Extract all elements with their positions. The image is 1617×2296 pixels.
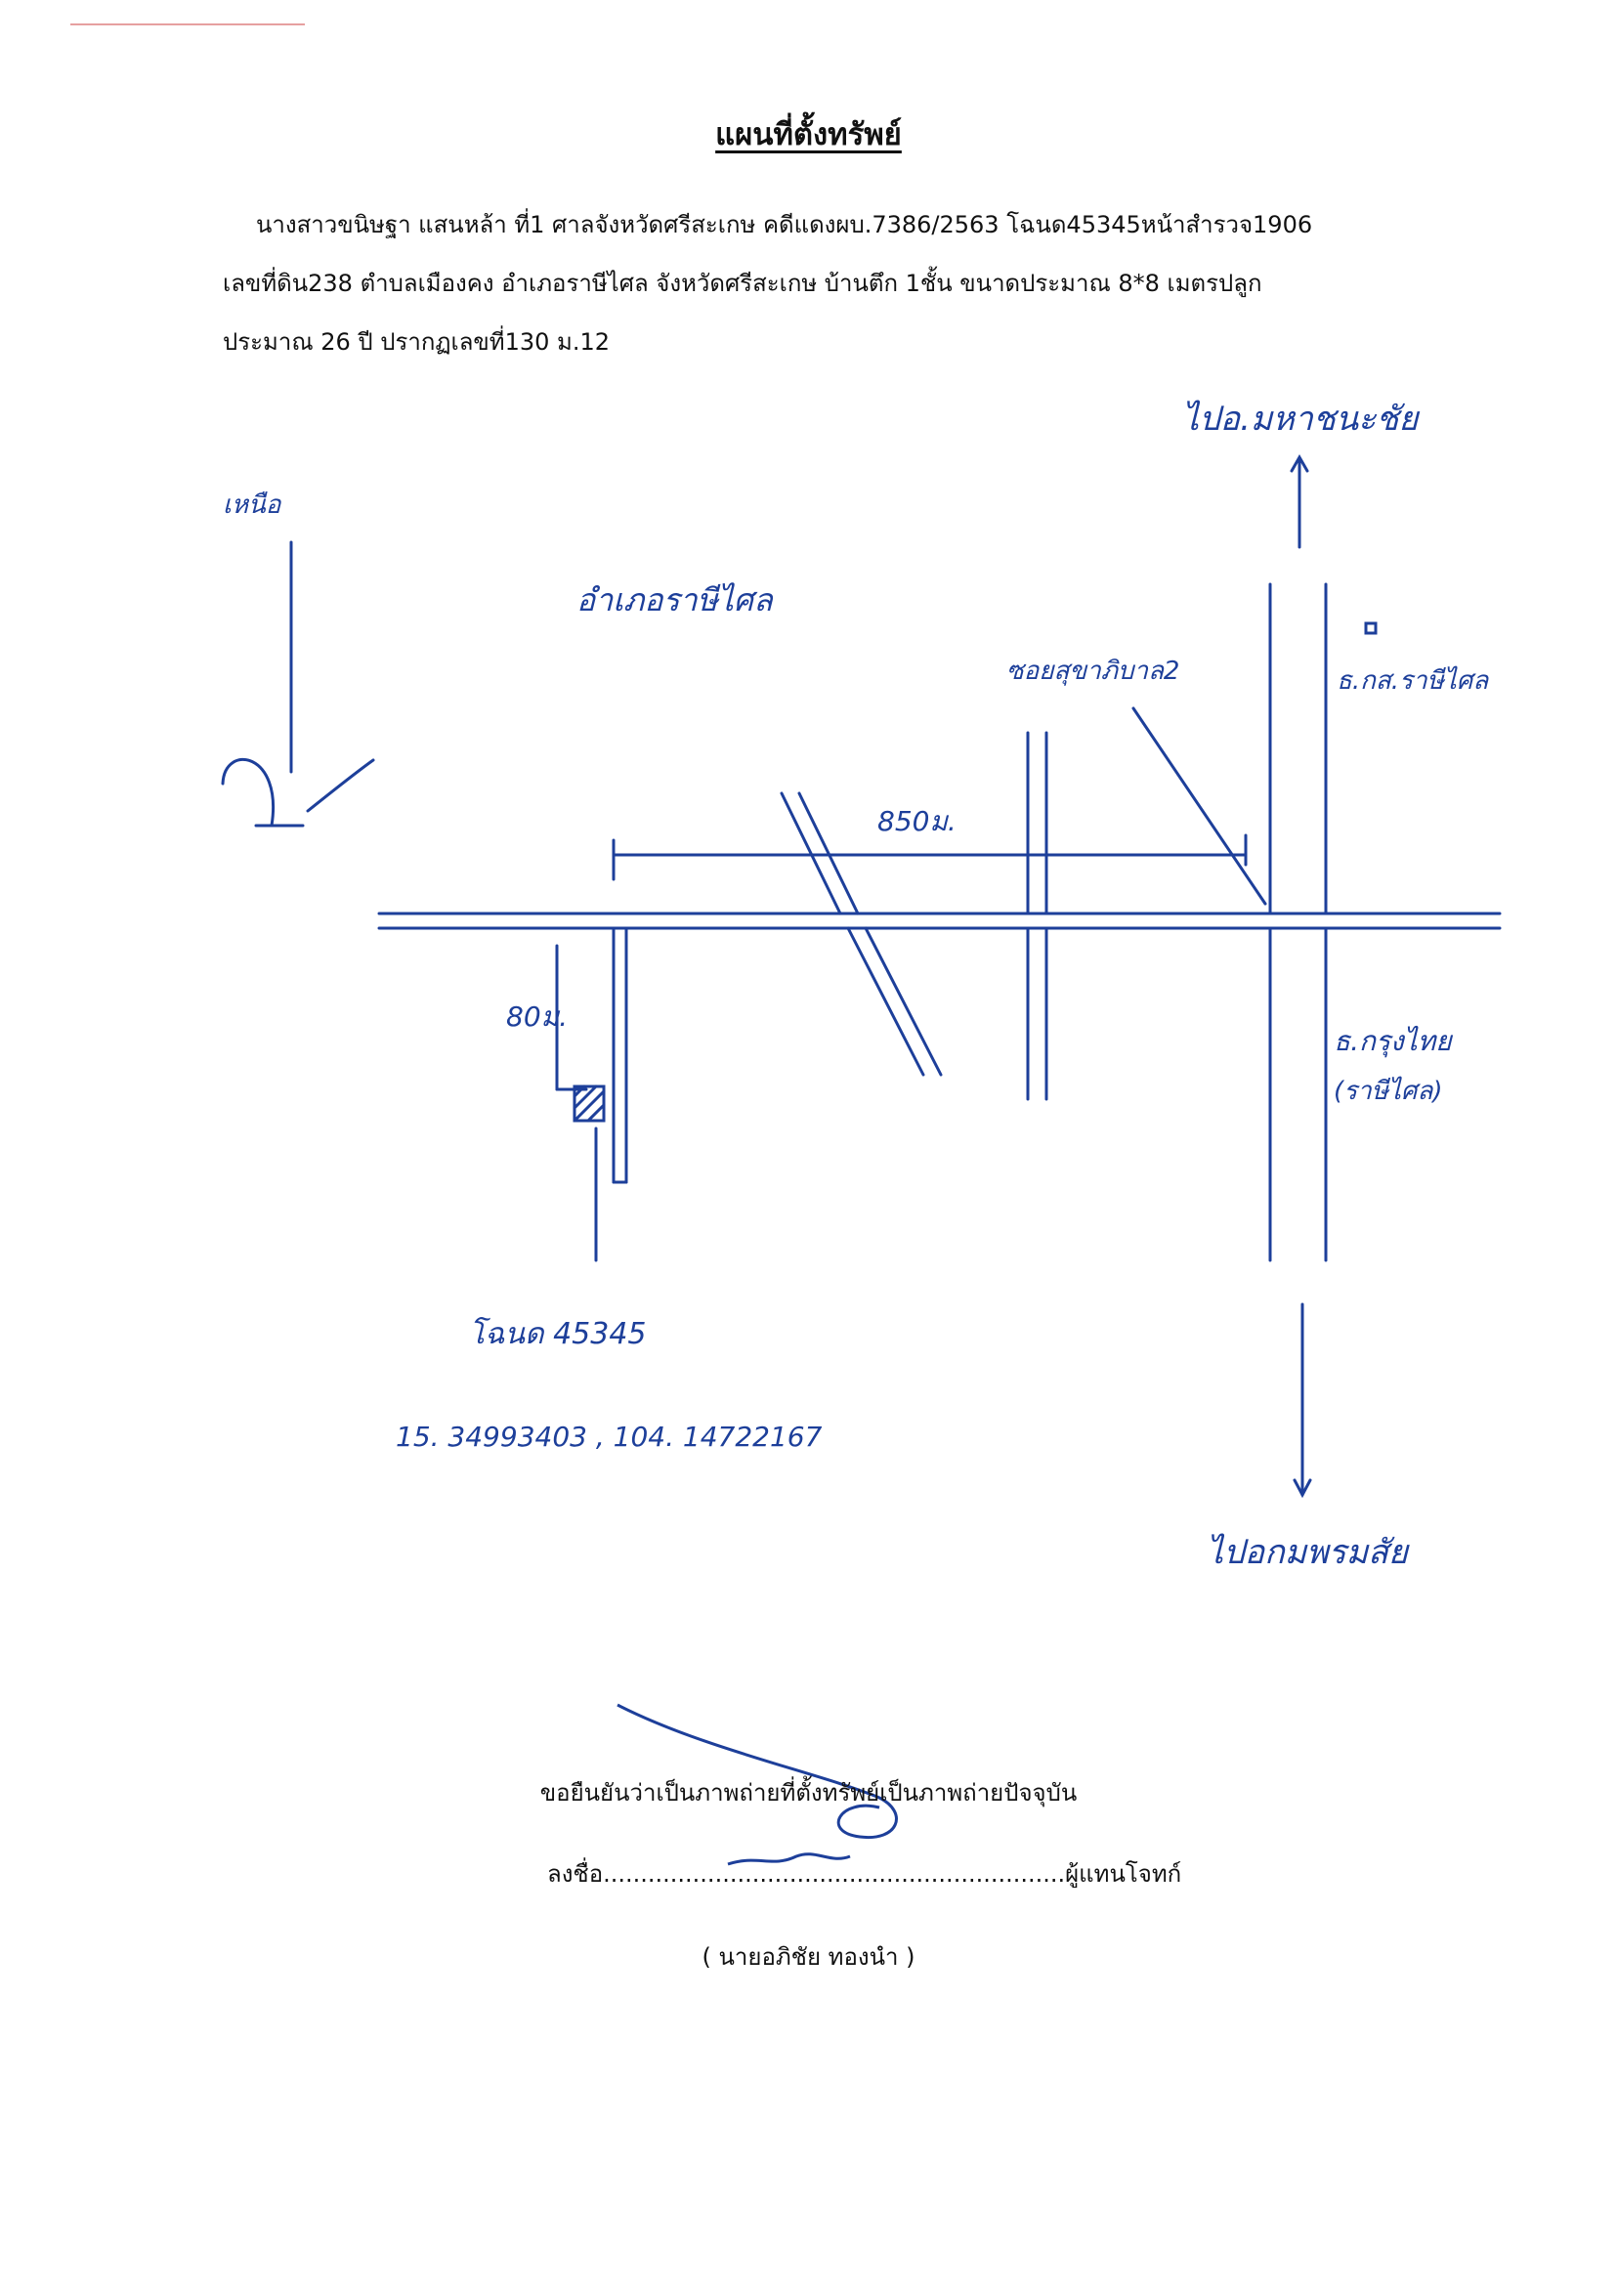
district-label: อำเภอราษีไศล — [576, 581, 774, 618]
arrow-down-head — [1293, 1478, 1312, 1499]
bank-krungthai-branch: (ราษีไศล) — [1334, 1076, 1443, 1106]
arrow-up-head — [1290, 453, 1309, 473]
to-south-label: ไปอกมพรมสัย — [1207, 1533, 1410, 1572]
description-line-3: ประมาณ 26 ปี ปรากฏเลขที่130 ม.12 — [223, 328, 611, 356]
description-line-1: นางสาวขนิษฐา แสนหล้า ที่1 ศาลจังหวัดศรีส… — [256, 211, 1313, 238]
soi-pointer-line — [1131, 706, 1267, 906]
confirmation-text: ขอยืนยันว่าเป็นภาพถ่ายที่ตั้งทรัพย์เป็นภ… — [539, 1779, 1078, 1807]
description-line-2: เลขที่ดิน238 ตำบลเมืองคง อำเภอราษีไศล จั… — [223, 270, 1262, 297]
coordinates-label: 15. 34993403 , 104. 14722167 — [396, 1421, 823, 1453]
soi-label: ซอยสุขาภิบาล2 — [1006, 657, 1179, 686]
diagonal-road-c — [846, 926, 925, 1077]
signer-name: ( นายอภิชัย ทองนำ ) — [702, 1943, 915, 1971]
top-red-mark — [70, 23, 305, 25]
signature-stroke — [617, 1703, 898, 1840]
bank-krungthai-label: ธ.กรุงไทย — [1334, 1025, 1453, 1058]
to-north-label: ไปอ.มหาชนะชัย — [1182, 400, 1420, 439]
bank-baac-label: ธ.กส.ราษีไศล — [1337, 665, 1489, 696]
distance-850-label: 850ม. — [877, 805, 957, 837]
signature-underline — [727, 1852, 851, 1866]
property-hatch — [573, 1084, 606, 1123]
diagonal-road-d — [864, 926, 943, 1077]
document-title: แผนที่ตั้งทรัพย์ — [715, 117, 902, 152]
signature-line: ลงชื่อ..................................… — [547, 1860, 1182, 1888]
bank-baac-marker — [1364, 621, 1378, 635]
distance-80-label: 80ม. — [506, 1000, 568, 1033]
south-scribble — [221, 757, 375, 828]
deed-label: โฉนด 45345 — [469, 1316, 647, 1351]
north-label: เหนือ — [223, 490, 282, 520]
